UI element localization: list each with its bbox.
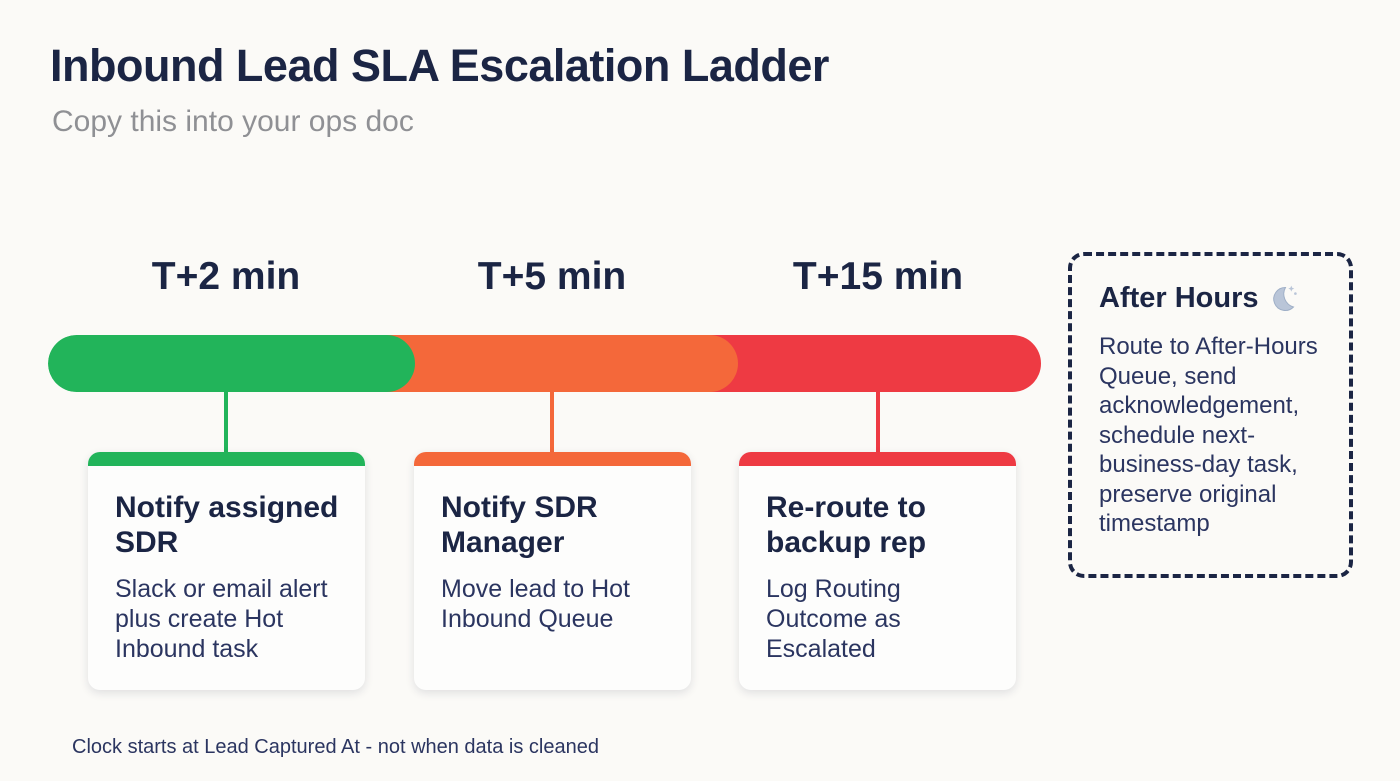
after-hours-box: After Hours Route to After-Hours Queue, … (1068, 252, 1353, 578)
card-accent-strip (88, 452, 365, 466)
after-hours-title: After Hours (1099, 282, 1329, 315)
step-card-notify-sdr: Notify assigned SDR Slack or email alert… (88, 452, 365, 690)
connector-line-green (224, 391, 228, 453)
card-accent-strip (414, 452, 691, 466)
after-hours-description: Route to After-Hours Queue, send acknowl… (1099, 333, 1318, 538)
step-description: Log Routing Outcome as Escalated (766, 575, 901, 664)
page-subtitle: Copy this into your ops doc (52, 105, 414, 138)
page-title: Inbound Lead SLA Escalation Ladder (50, 40, 829, 91)
connector-line-orange (550, 391, 554, 453)
after-hours-title-text: After Hours (1099, 282, 1259, 314)
connector-line-red (876, 391, 880, 453)
step-card-reroute-backup: Re-route to backup rep Log Routing Outco… (739, 452, 1016, 690)
crescent-moon-icon (1272, 285, 1297, 311)
step-description: Move lead to Hot Inbound Queue (441, 575, 630, 634)
step-title: Notify SDR Manager (441, 491, 598, 560)
step-card-notify-manager: Notify SDR Manager Move lead to Hot Inbo… (414, 452, 691, 690)
footnote: Clock starts at Lead Captured At - not w… (72, 736, 599, 758)
sla-timeline-bar (48, 335, 1041, 392)
timeline-label-t15: T+15 min (792, 255, 964, 298)
timeline-label-t5: T+5 min (477, 255, 627, 298)
step-description: Slack or email alert plus create Hot Inb… (115, 575, 328, 664)
timeline-segment-green (48, 335, 416, 392)
step-title: Re-route to backup rep (766, 491, 927, 560)
timeline-label-t2: T+2 min (151, 255, 301, 298)
card-accent-strip (739, 452, 1016, 466)
step-title: Notify assigned SDR (115, 491, 339, 560)
